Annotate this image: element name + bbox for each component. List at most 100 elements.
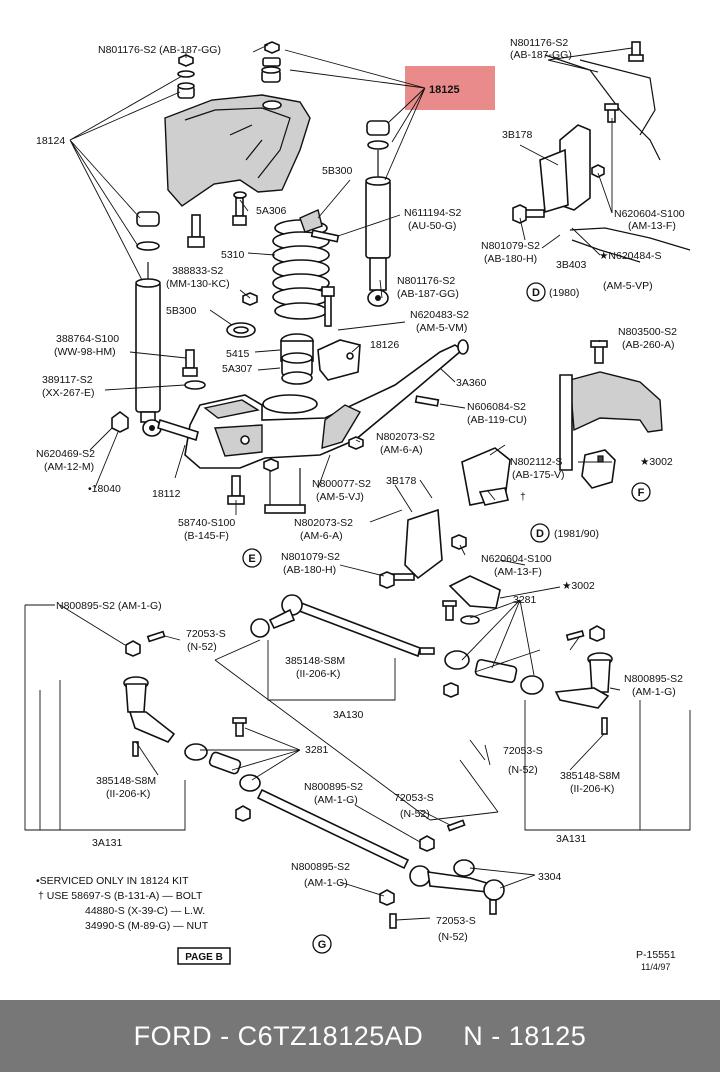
label-dagger: † <box>520 491 526 503</box>
label-n800895-b-2: (AM-1-G) <box>632 686 676 698</box>
label-58740-1: 58740-S100 <box>178 517 235 529</box>
label-n620484: ★N620484-S <box>599 250 662 262</box>
label-3a360: 3A360 <box>456 377 487 389</box>
label-n801079-top-2: (AB-180-H) <box>484 253 537 265</box>
label-3a130: 3A130 <box>333 709 364 721</box>
label-n802073-b-1: N802073-S2 <box>294 517 353 529</box>
label-n801176-top: N801176-S2 (AB-187-GG) <box>98 44 221 56</box>
label-3a131-b: 3A131 <box>556 833 587 845</box>
label-n606084-2: (AB-119-CU) <box>467 414 527 426</box>
label-5a307: 5A307 <box>222 363 253 375</box>
label-1980: (1980) <box>549 287 579 299</box>
label-72053-c-2: (N-52) <box>400 808 430 820</box>
label-5b300-b: 5B300 <box>166 305 197 317</box>
label-5a306: 5A306 <box>256 205 287 217</box>
note-bolt: † USE 58697-S (B-131-A) — BOLT <box>38 890 203 902</box>
label-5415: 5415 <box>226 348 250 360</box>
label-3a131-a: 3A131 <box>92 837 123 849</box>
view-marker-f: F <box>631 482 651 502</box>
view-marker-d-top: D <box>526 282 546 302</box>
drag-link-3A131 <box>184 717 505 929</box>
svg-text:D: D <box>532 287 540 299</box>
footer-text: FORD - C6TZ18125AD N - 18125 <box>133 1020 587 1051</box>
label-n801176-right-2: (AB-187-GG) <box>510 49 572 61</box>
part-number-footer: FORD - C6TZ18125AD N - 18125 <box>0 1000 720 1072</box>
label-385148-a-1: 385148-S8M <box>285 655 345 667</box>
label-n800895-c-1: N800895-S2 <box>304 781 363 793</box>
label-388833-1: 388833-S2 <box>172 265 224 277</box>
label-385148-b-2: (II-206-K) <box>106 788 150 800</box>
label-388764-2: (WW-98-HM) <box>54 346 116 358</box>
svg-text:G: G <box>318 939 327 951</box>
label-389117-1: 389117-S2 <box>42 374 93 386</box>
label-18125: 18125 <box>429 84 460 96</box>
label-n801079-mid-1: N801079-S2 <box>281 551 340 563</box>
ref-code: P-15551 <box>636 949 676 961</box>
label-18126: 18126 <box>370 339 399 351</box>
label-n803500-1: N803500-S2 <box>618 326 677 338</box>
note-serviced: •SERVICED ONLY IN 18124 KIT <box>36 875 189 887</box>
label-n801079-top-1: N801079-S2 <box>481 240 540 252</box>
label-n802112-2: (AB-175-V) <box>512 469 565 481</box>
label-72053-d-2: (N-52) <box>438 931 468 943</box>
label-n801176-mid-2: (AB-187-GG) <box>397 288 459 300</box>
label-385148-b-1: 385148-S8M <box>96 775 156 787</box>
tie-rod-3A130 <box>250 594 435 658</box>
note-nut: 34990-S (M-89-G) — NUT <box>85 920 209 932</box>
label-n802112-1: N802112-S <box>510 456 562 468</box>
label-n800895-a: N800895-S2 (AM-1-G) <box>56 600 162 612</box>
label-n800895-c-2: (AM-1-G) <box>314 794 358 806</box>
tie-rod-end-right <box>554 625 613 735</box>
ref-date: 11/4/97 <box>641 962 670 972</box>
label-385148-c-2: (II-206-K) <box>570 783 614 795</box>
label-n606084-1: N606084-S2 <box>467 401 526 413</box>
label-n801079-mid-2: (AB-180-H) <box>283 564 336 576</box>
label-5b300-a: 5B300 <box>322 165 353 177</box>
note-lw: 44880-S (X-39-C) — L.W. <box>85 905 205 917</box>
label-n620469-2: (AM-12-M) <box>44 461 94 473</box>
label-n803500-2: (AB-260-A) <box>622 339 675 351</box>
label-385148-c-1: 385148-S8M <box>560 770 620 782</box>
spring-tower-bracket <box>164 94 311 207</box>
label-n800077-1: N800077-S2 <box>312 478 371 490</box>
suspension-parts-diagram: D E F D G N801176-S2 (AB-187-GG) N801176… <box>24 37 691 972</box>
label-3002-a: ★3002 <box>640 456 673 468</box>
label-n800895-d-1: N800895-S2 <box>291 861 350 873</box>
axle-arm-18112 <box>184 344 464 469</box>
label-n620604-top-2: (AM-13-F) <box>628 220 676 232</box>
label-3281-b: 3281 <box>305 744 329 756</box>
label-3b178-top: 3B178 <box>502 129 533 141</box>
svg-text:E: E <box>248 553 255 565</box>
label-385148-a-2: (II-206-K) <box>296 668 340 680</box>
view-marker-e: E <box>242 548 262 568</box>
label-388833-2: (MM-130-KC) <box>166 278 230 290</box>
label-389117-2: (XX-267-E) <box>42 387 95 399</box>
label-72053-d-1: 72053-S <box>436 915 476 927</box>
label-n802073-a-1: N802073-S2 <box>376 431 435 443</box>
label-n801176-right-1: N801176-S2 <box>510 37 568 49</box>
page-b-box: PAGE B <box>177 947 231 965</box>
label-n620604-mid-2: (AM-13-F) <box>494 566 542 578</box>
shock-absorber-left <box>111 211 162 437</box>
label-n802073-a-2: (AM-6-A) <box>380 444 423 456</box>
label-n620604-mid-1: N620604-S100 <box>481 553 552 565</box>
label-n800895-b-1: N800895-S2 <box>624 673 683 685</box>
label-n620483-1: N620483-S2 <box>410 309 469 321</box>
label-n801176-mid-1: N801176-S2 <box>397 275 455 287</box>
top-bushing-stack-left <box>177 54 195 99</box>
svg-text:D: D <box>536 528 544 540</box>
label-3002-b: ★3002 <box>562 580 595 592</box>
svg-text:F: F <box>638 487 645 499</box>
label-n620469-1: N620469-S2 <box>36 448 95 460</box>
label-58740-2: (B-145-F) <box>184 530 229 542</box>
svg-text:PAGE B: PAGE B <box>185 952 223 963</box>
label-72053-a-1: 72053-S <box>186 628 226 640</box>
adjusting-sleeve-3281-upper <box>442 600 544 698</box>
label-5310: 5310 <box>221 249 245 261</box>
tie-rod-end-left <box>123 630 176 757</box>
label-n611194-2: (AU-50-G) <box>408 220 456 232</box>
label-3b403: 3B403 <box>556 259 587 271</box>
label-1981-90: (1981/90) <box>554 528 599 540</box>
label-3b178-mid: 3B178 <box>386 475 417 487</box>
label-n620604-top-1: N620604-S100 <box>614 208 685 220</box>
